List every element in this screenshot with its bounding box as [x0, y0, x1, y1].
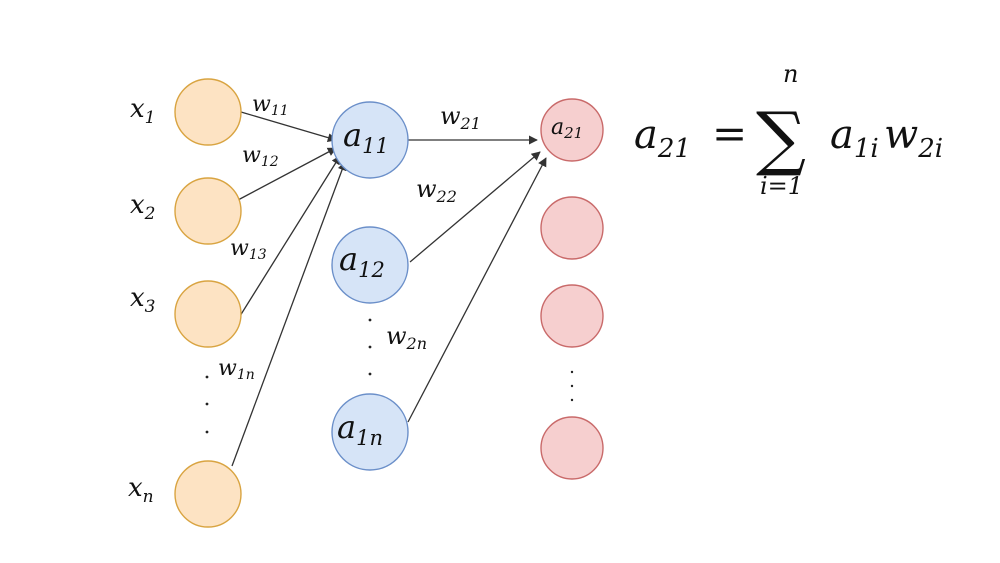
weight-label-w21: w21 [440, 102, 481, 133]
hidden-node-a12 [331, 226, 409, 304]
hidden-label-a1n: a1n [337, 408, 383, 450]
summation-upper-limit: n [783, 60, 798, 88]
output-label-a21: a21 [551, 115, 583, 142]
output-node-3 [540, 284, 604, 348]
output-node-n [540, 416, 604, 480]
edge-x2-a11 [237, 147, 337, 201]
input-label-x1: x1 [130, 94, 156, 128]
formula-term-a: a1i [830, 112, 879, 164]
hidden-label-a11: a11 [343, 116, 389, 158]
hidden-node-a1n [331, 393, 409, 471]
input-label-xn: xn [128, 473, 154, 507]
edge-a12-a21 [409, 151, 541, 263]
weight-label-w22: w22 [416, 175, 457, 206]
input-node-x3 [174, 280, 242, 348]
weight-label-w2n: w2n [386, 322, 427, 353]
input-ellipsis [205, 375, 209, 434]
hidden-node-a11 [331, 101, 409, 179]
edge-xn-a11 [231, 161, 347, 467]
weight-label-w1n: w1n [218, 356, 255, 383]
edges-input-to-a11 [231, 111, 347, 467]
output-layer [540, 98, 604, 480]
output-ellipsis [570, 370, 574, 402]
summation-lower-limit: i=1 [760, 172, 803, 200]
edge-a1n-a21 [407, 157, 547, 423]
edge-x1-a11 [240, 111, 337, 143]
input-label-x3: x3 [130, 283, 156, 317]
input-node-x2 [174, 177, 242, 245]
output-node-2 [540, 196, 604, 260]
summation-formula: a21 = ∑ n i=1 a1i w2i [634, 60, 943, 200]
edges-hidden-to-a21 [407, 135, 547, 423]
weight-label-w13: w13 [230, 236, 267, 263]
summation-symbol: ∑ [756, 97, 806, 179]
formula-term-w: w2i [884, 112, 943, 164]
input-node-xn [174, 460, 242, 528]
formula-lhs: a21 [634, 112, 691, 164]
hidden-layer [331, 101, 409, 471]
input-node-x1 [174, 78, 242, 146]
output-node-a21 [540, 98, 604, 162]
weight-label-w12: w12 [242, 143, 279, 170]
hidden-ellipsis [368, 318, 372, 376]
input-label-x2: x2 [130, 190, 156, 224]
formula-equals: = [712, 109, 747, 158]
input-layer [174, 78, 242, 528]
hidden-label-a12: a12 [339, 240, 385, 282]
edge-x3-a11 [239, 155, 341, 317]
weight-label-w11: w11 [252, 92, 289, 119]
